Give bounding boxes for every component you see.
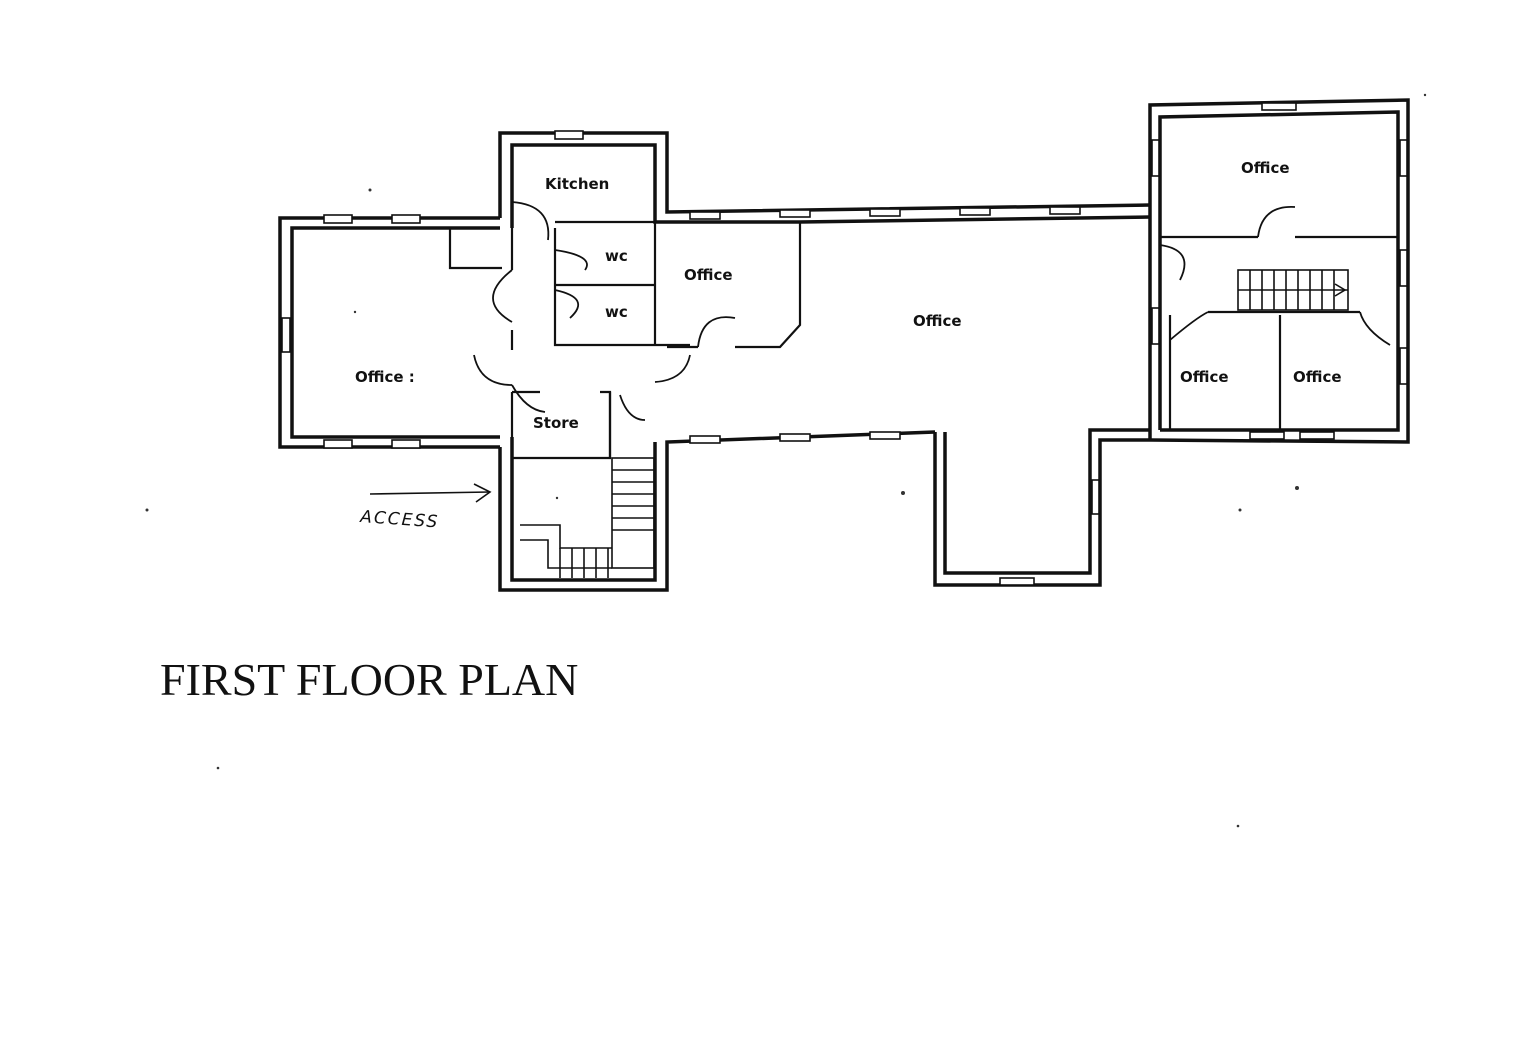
windows: [281, 102, 1408, 586]
room-label-wc-upper: wc: [605, 247, 628, 265]
access-annotation: ACCESS: [359, 483, 492, 533]
room-label-office-west: Office :: [355, 368, 415, 386]
scan-specks: [145, 93, 1427, 828]
room-label-office-east-top: Office: [1241, 159, 1290, 177]
staircase-east: [1237, 269, 1349, 311]
room-label-office-east-right: Office: [1293, 368, 1342, 386]
room-label-office-main: Office: [913, 312, 962, 330]
plan-title: FIRST FLOOR PLAN: [160, 654, 578, 705]
room-label-kitchen: Kitchen: [545, 175, 609, 193]
room-label-store: Store: [533, 414, 579, 432]
arrow-right-icon: [369, 483, 492, 503]
door-swings: [473, 201, 1391, 421]
outer-walls: [278, 98, 1410, 592]
interior-walls: [448, 220, 1398, 460]
room-label-office-small: Office: [684, 266, 733, 284]
staircase-west: [520, 457, 655, 578]
access-label: ACCESS: [359, 507, 440, 533]
room-label-office-east-left: Office: [1180, 368, 1229, 386]
room-label-wc-lower: wc: [605, 303, 628, 321]
room-labels: Kitchen wc wc Store Office : Office Offi…: [355, 159, 1342, 432]
